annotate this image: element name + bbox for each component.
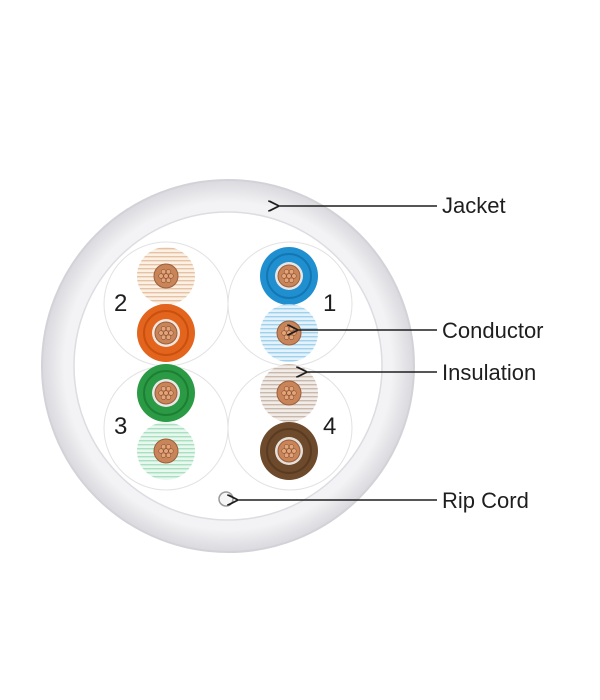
conductor-strand xyxy=(158,390,164,396)
rip-cord xyxy=(218,491,234,507)
conductor-strand xyxy=(158,448,164,454)
conductor-strand xyxy=(283,444,290,450)
conductor-strand xyxy=(165,386,172,392)
conductor-strand xyxy=(163,330,169,336)
conductor-strand xyxy=(291,448,297,454)
conductor-strand xyxy=(168,330,174,336)
conductor-strand xyxy=(281,448,287,454)
conductor-strand xyxy=(283,334,290,340)
conductor-strand xyxy=(291,273,297,279)
pair-number-3: 3 xyxy=(114,413,127,440)
conductor-strand xyxy=(163,390,169,396)
conductor-strand xyxy=(281,390,287,396)
pair-number-4: 4 xyxy=(323,413,336,440)
conductor-strand xyxy=(286,273,292,279)
conductor-strand xyxy=(160,444,167,450)
conductor-strand xyxy=(283,269,290,275)
conductor-strand xyxy=(165,394,172,400)
conductor-strand xyxy=(283,394,290,400)
conductor-strand xyxy=(281,273,287,279)
conductor-label: Conductor xyxy=(442,318,544,343)
conductor-strand xyxy=(165,452,172,458)
jacket-label: Jacket xyxy=(442,193,506,218)
conductor-strand xyxy=(286,330,292,336)
conductor-strand xyxy=(283,452,290,458)
conductor-strands xyxy=(158,269,297,458)
conductor-strand xyxy=(291,390,297,396)
conductor-strand xyxy=(288,444,295,450)
wires xyxy=(137,247,318,480)
conductor-strand xyxy=(288,394,295,400)
conductor-strand xyxy=(281,330,287,336)
conductor-strand xyxy=(160,334,167,340)
conductor-strand xyxy=(288,269,295,275)
conductor-strand xyxy=(288,326,295,332)
conductor-strand xyxy=(168,273,174,279)
conductor-strand xyxy=(286,448,292,454)
conductor-strand xyxy=(163,448,169,454)
conductor-strand xyxy=(288,334,295,340)
conductor-strand xyxy=(158,330,164,336)
rip-cord-label: Rip Cord xyxy=(442,488,529,513)
conductor-strand xyxy=(160,394,167,400)
conductor-strand xyxy=(160,269,167,275)
conductor-strand xyxy=(283,277,290,283)
pair-number-1: 1 xyxy=(323,290,336,317)
conductor-strand xyxy=(160,452,167,458)
conductor-strand xyxy=(160,386,167,392)
conductor-strand xyxy=(165,269,172,275)
conductor-strand xyxy=(165,277,172,283)
conductor-strand xyxy=(283,386,290,392)
conductor-strand xyxy=(288,277,295,283)
conductor-strand xyxy=(168,448,174,454)
conductor-strand xyxy=(291,330,297,336)
conductor-strand xyxy=(165,334,172,340)
conductor-strand xyxy=(168,390,174,396)
conductor-strand xyxy=(288,386,295,392)
conductor-strand xyxy=(165,444,172,450)
conductor-strand xyxy=(158,273,164,279)
callout-lines xyxy=(237,206,437,500)
conductor-strand xyxy=(160,277,167,283)
conductor-strand xyxy=(286,390,292,396)
pair-number-2: 2 xyxy=(114,290,127,317)
insulation-label: Insulation xyxy=(442,360,536,385)
conductor-strand xyxy=(288,452,295,458)
conductor-strand xyxy=(163,273,169,279)
conductor-strand xyxy=(160,326,167,332)
conductor-strand xyxy=(283,326,290,332)
conductor-strand xyxy=(165,326,172,332)
